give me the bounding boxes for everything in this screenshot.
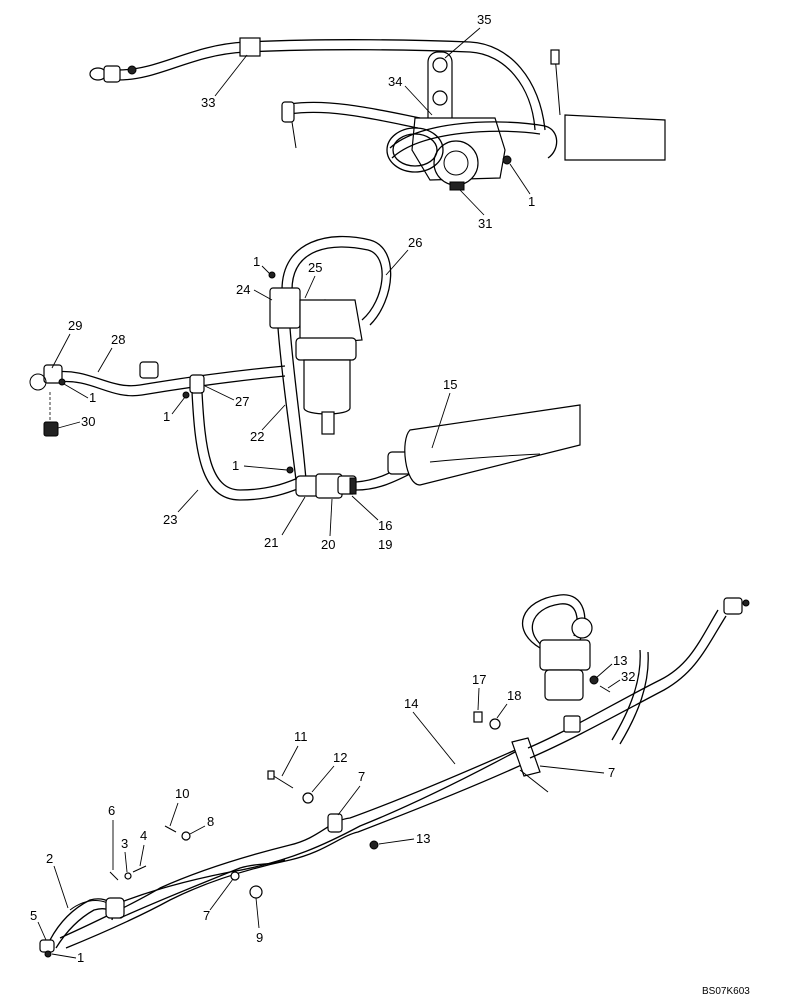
clamp-33 [239, 37, 261, 57]
callout-19: 19 [378, 537, 392, 552]
part-30 [43, 421, 59, 437]
callout-30: 30 [81, 414, 95, 429]
callout-20: 20 [321, 537, 335, 552]
callout-25: 25 [308, 260, 322, 275]
part-6 [109, 871, 119, 881]
callout-26: 26 [408, 235, 422, 250]
callout-3: 3 [121, 836, 128, 851]
callout-2: 2 [46, 851, 53, 866]
filter-head-mid [269, 287, 301, 329]
callout-18: 18 [507, 688, 521, 703]
callout-11: 11 [294, 729, 308, 744]
callout-5: 5 [30, 908, 37, 923]
callout-10: 10 [175, 786, 189, 801]
tank-15 [404, 404, 581, 486]
bolt-4 [132, 865, 147, 873]
callout-15: 15 [443, 377, 457, 392]
callout-22: 22 [250, 429, 264, 444]
callout-1-bottom: 1 [77, 950, 84, 965]
callout-1-mid-c: 1 [163, 409, 170, 424]
callout-21: 21 [264, 535, 278, 550]
callout-1-top: 1 [528, 194, 535, 209]
callout-23: 23 [163, 512, 177, 527]
bolt-10 [164, 825, 177, 833]
callout-24: 24 [236, 282, 250, 297]
bottom-assembly [39, 594, 750, 958]
filter-head-bottom [539, 639, 591, 671]
callout-35: 35 [477, 12, 491, 27]
callout-13-left: 13 [416, 831, 430, 846]
callout-31: 31 [478, 216, 492, 231]
filter-bowl [303, 359, 351, 415]
bolt-32 [599, 685, 611, 693]
filter-bowl-bottom [544, 669, 584, 701]
nut-12 [302, 792, 314, 804]
bolt-17 [473, 711, 483, 723]
callout-8: 8 [207, 814, 214, 829]
callout-9: 9 [256, 930, 263, 945]
callout-13-right: 13 [613, 653, 627, 668]
nut-9 [249, 885, 263, 899]
bolt-11 [271, 774, 294, 789]
callout-28: 28 [111, 332, 125, 347]
callout-7-mid: 7 [358, 769, 365, 784]
callout-1-mid-d: 1 [232, 458, 239, 473]
clamp-27 [189, 374, 205, 394]
filter-bowl-cap [295, 337, 357, 361]
tank-cylinder-top [564, 114, 666, 161]
callout-7-right: 7 [608, 765, 615, 780]
middle-assembly [29, 235, 581, 501]
washer-3 [124, 872, 132, 880]
callout-14: 14 [404, 696, 418, 711]
callout-17: 17 [472, 672, 486, 687]
callout-6: 6 [108, 803, 115, 818]
callout-12: 12 [333, 750, 347, 765]
reference-code: BS07K603 [702, 986, 750, 997]
bracket-7-right [511, 737, 541, 777]
callout-34: 34 [388, 74, 402, 89]
callout-7-left: 7 [203, 908, 210, 923]
callout-1-mid-b: 1 [89, 390, 96, 405]
callout-16: 16 [378, 518, 392, 533]
callout-32: 32 [621, 669, 635, 684]
washer-18 [489, 718, 501, 730]
callout-4: 4 [140, 828, 147, 843]
callout-1-mid-a: 1 [253, 254, 260, 269]
nut-13 [369, 840, 379, 850]
callout-29: 29 [68, 318, 82, 333]
callout-27: 27 [235, 394, 249, 409]
washer-8 [181, 831, 191, 841]
clamp-7-mid [327, 813, 343, 833]
top-assembly [89, 37, 666, 191]
callout-33: 33 [201, 95, 215, 110]
